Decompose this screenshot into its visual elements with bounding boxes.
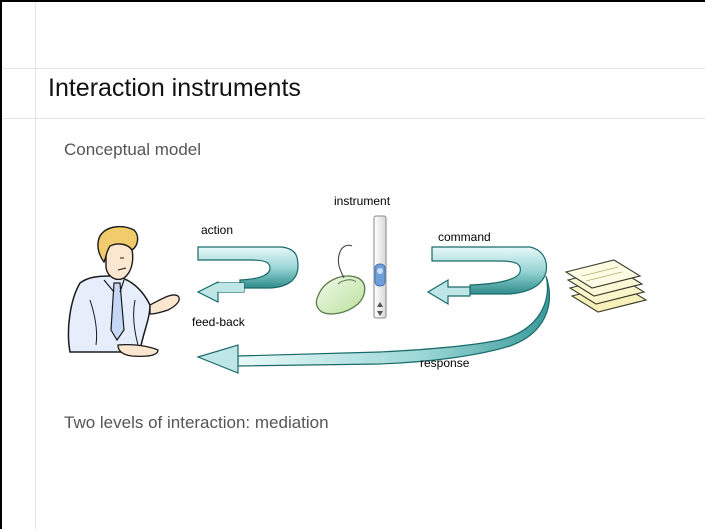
slide-frame-top bbox=[0, 0, 705, 2]
document-stack-icon bbox=[564, 259, 648, 313]
slide-frame-left bbox=[0, 0, 2, 529]
scrollbar-icon bbox=[373, 215, 387, 319]
command-label: command bbox=[438, 230, 491, 244]
guide-line-vertical bbox=[35, 2, 36, 529]
slide-title: Interaction instruments bbox=[48, 74, 301, 102]
instrument-label: instrument bbox=[334, 194, 391, 208]
feedback-label: feed-back bbox=[192, 315, 245, 329]
command-arrow bbox=[426, 246, 548, 306]
slide-subtitle: Conceptual model bbox=[64, 140, 202, 159]
action-label: action bbox=[201, 223, 234, 237]
user-clipart-icon bbox=[67, 225, 180, 357]
guide-line-title bbox=[2, 118, 705, 119]
mouse-icon bbox=[315, 244, 366, 315]
action-arrow bbox=[196, 246, 299, 303]
response-label: response bbox=[420, 356, 470, 370]
mediation-text: Two levels of interaction: mediation bbox=[64, 413, 329, 432]
response-arrow bbox=[196, 275, 550, 374]
guide-line-top bbox=[2, 68, 705, 69]
